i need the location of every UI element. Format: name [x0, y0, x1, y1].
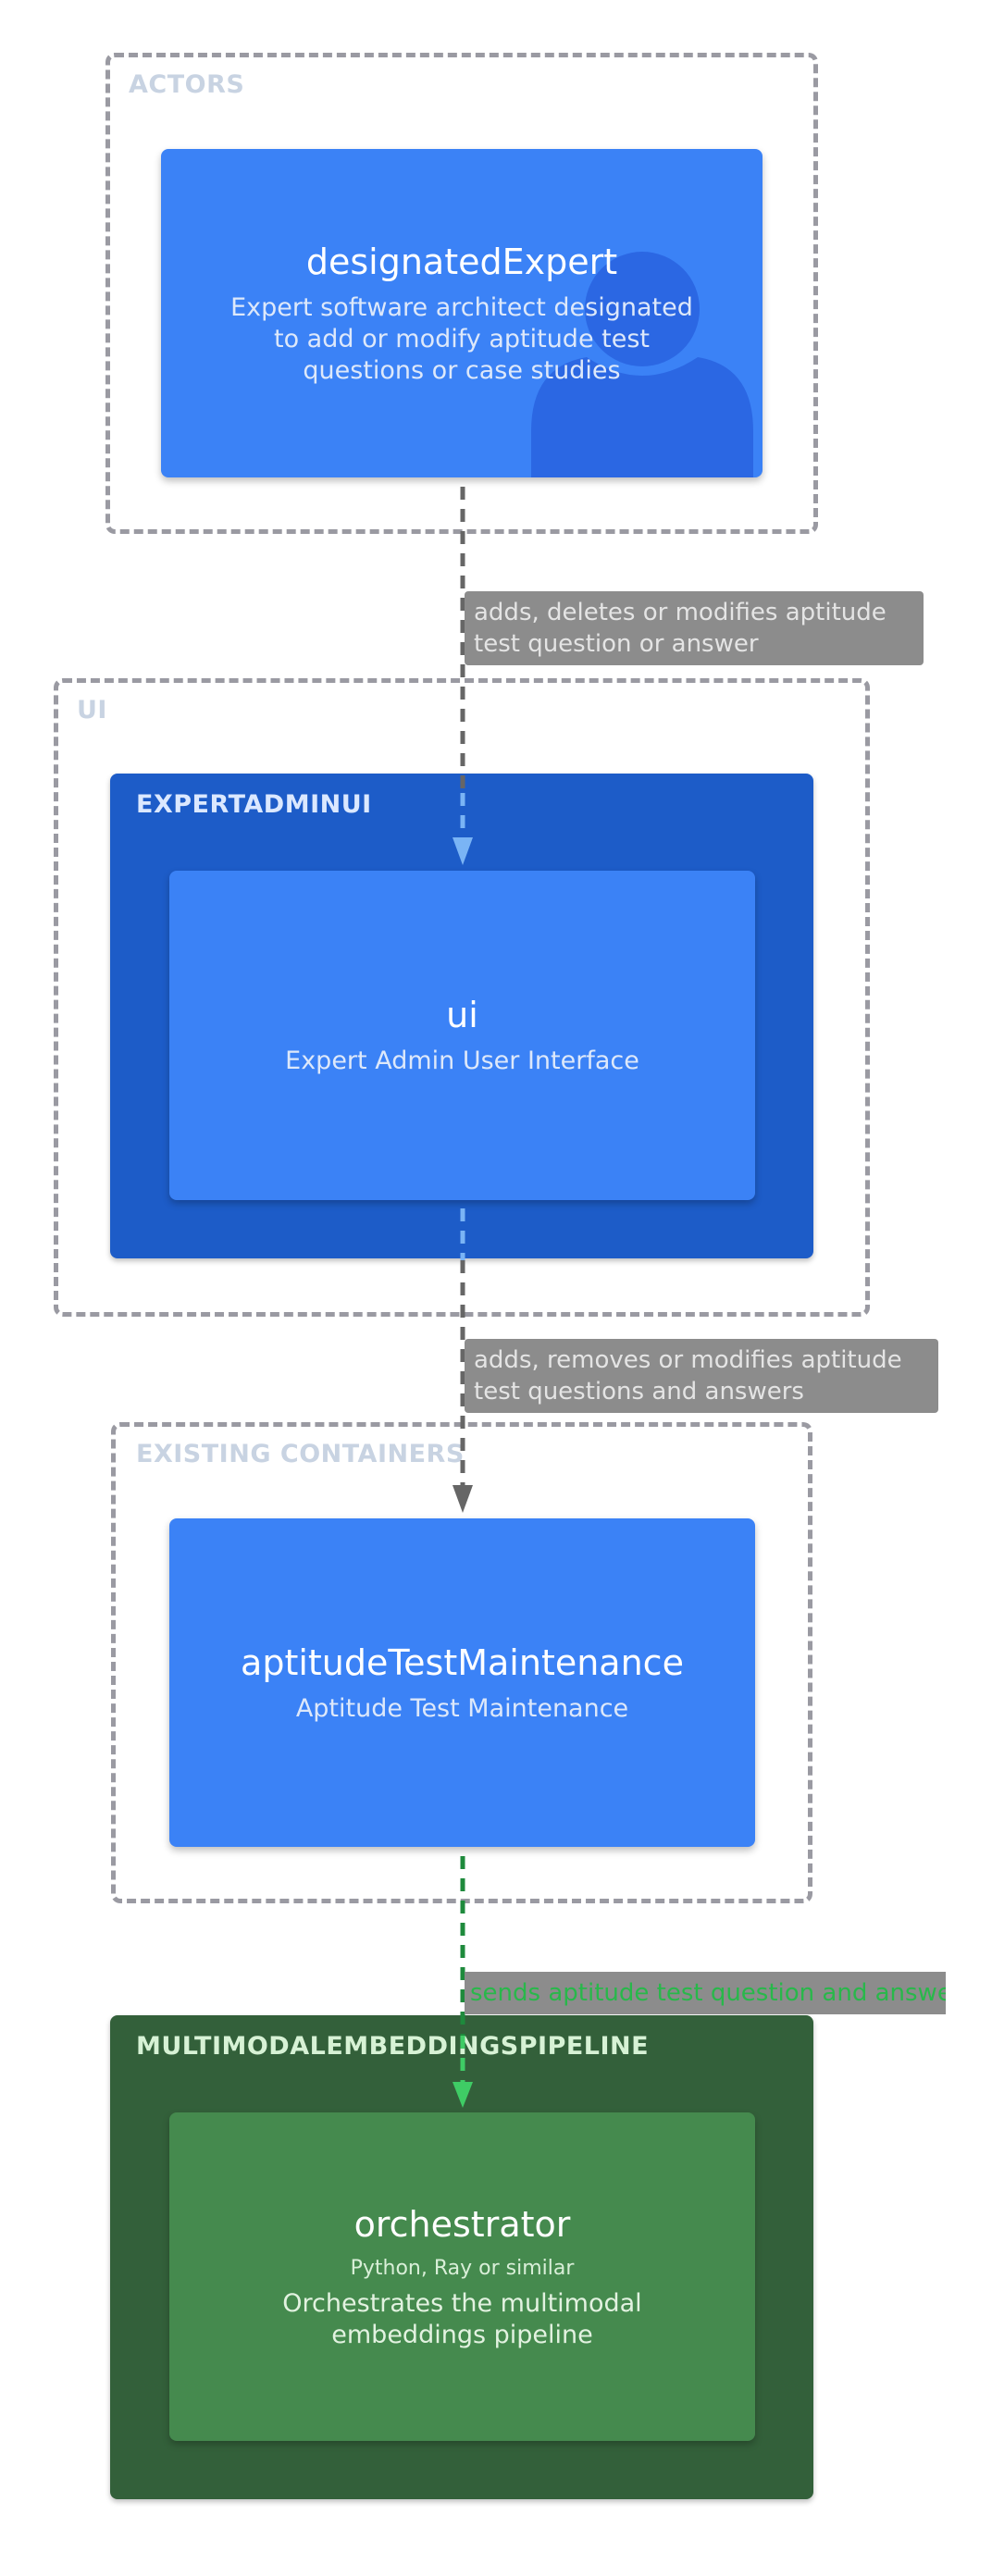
designated-expert-title: designatedExpert: [305, 241, 618, 282]
ui-group-label: UI: [77, 696, 107, 724]
designated-expert-node[interactable]: designatedExpert Expert software archite…: [161, 149, 763, 477]
expert-admin-ui-label: EXPERTADMINUI: [136, 790, 372, 819]
ui-node[interactable]: ui Expert Admin User Interface: [169, 871, 755, 1200]
actors-group-label: ACTORS: [129, 70, 245, 99]
edge-label-expert-to-ui: adds, deletes or modifies aptitude test …: [465, 591, 924, 665]
ui-node-description: Expert Admin User Interface: [285, 1046, 639, 1075]
edge-label-ui-to-aptitude: adds, removes or modifies aptitude test …: [465, 1339, 938, 1413]
aptitude-node-title: aptitudeTestMaintenance: [241, 1641, 684, 1683]
orchestrator-description: Orchestrates the multimodal embeddings p…: [282, 2288, 642, 2349]
orchestrator-technology: Python, Ray or similar: [350, 2256, 575, 2280]
existing-containers-label: EXISTING CONTAINERS: [136, 1440, 465, 1468]
aptitude-test-maintenance-node[interactable]: aptitudeTestMaintenance Aptitude Test Ma…: [169, 1518, 755, 1847]
aptitude-node-description: Aptitude Test Maintenance: [295, 1693, 629, 1723]
pipeline-group-label: MULTIMODALEMBEDDINGSPIPELINE: [136, 2032, 650, 2061]
edge-label-aptitude-to-orchestrator: sends aptitude test question and answer: [465, 1972, 946, 2014]
ui-node-title: ui: [446, 995, 478, 1035]
orchestrator-node[interactable]: orchestrator Python, Ray or similar Orch…: [169, 2112, 755, 2441]
person-icon: [531, 252, 753, 477]
orchestrator-title: orchestrator: [353, 2203, 571, 2245]
designated-expert-description: Expert software architect designated to …: [230, 292, 693, 385]
